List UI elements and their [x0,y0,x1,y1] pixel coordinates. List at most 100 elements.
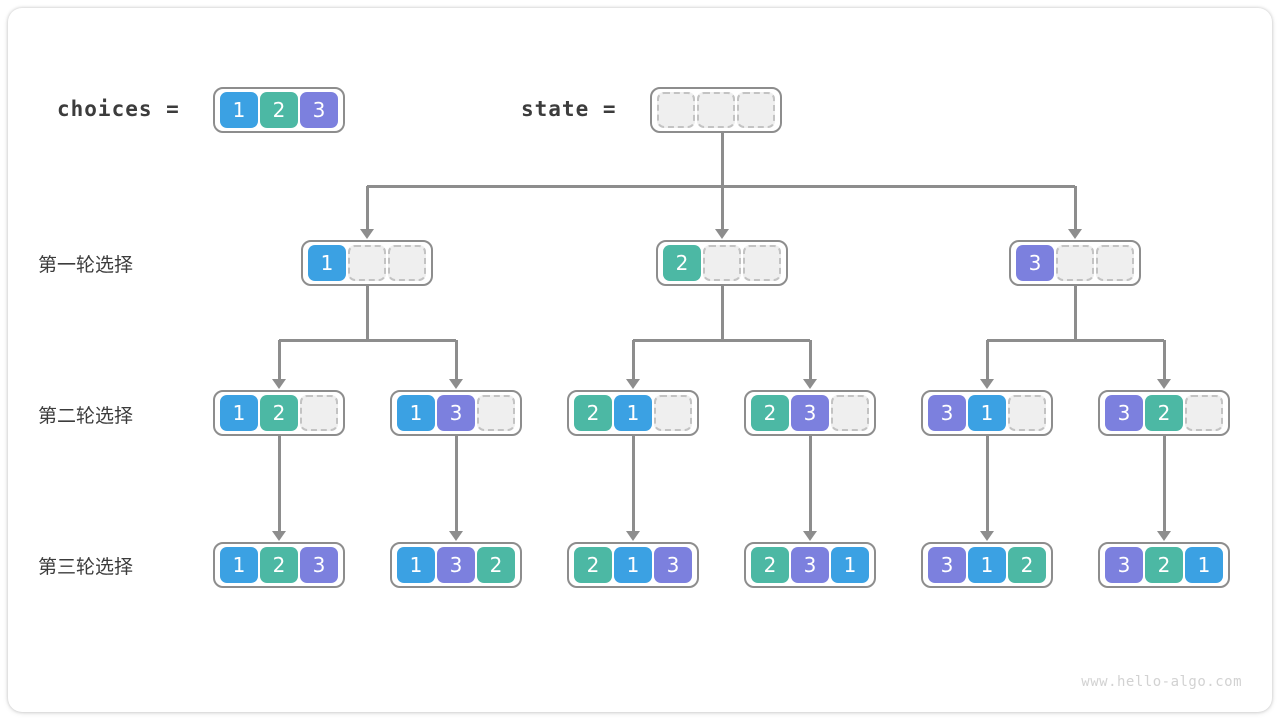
arrow-head-icon [715,229,729,239]
arrow-head-icon [360,229,374,239]
level3-node-0-cell-0: 1 [220,547,258,583]
level3-node-5-cell-2: 1 [1185,547,1223,583]
level2-node-4-cell-2 [1008,395,1046,431]
level1-node-2: 3 [1009,240,1141,286]
level3-node-2-cell-2: 3 [654,547,692,583]
edge-horizontal [279,338,456,342]
arrow-head-icon [626,379,640,389]
level2-node-1-cell-0: 1 [397,395,435,431]
edge-vertical [454,340,458,380]
edge-vertical [631,436,635,532]
level1-node-1-cell-1 [703,245,741,281]
level2-node-0-cell-0: 1 [220,395,258,431]
arrow-head-icon [449,379,463,389]
edge-vertical [808,340,812,380]
level3-node-2-cell-1: 1 [614,547,652,583]
arrow-head-icon [803,531,817,541]
arrow-head-icon [626,531,640,541]
edge-vertical [1073,186,1077,230]
card-frame [8,8,1272,712]
arrow-head-icon [449,531,463,541]
level3-node-0-cell-2: 3 [300,547,338,583]
edge-vertical [985,340,989,380]
edge-vertical [631,340,635,380]
level2-node-0-cell-2 [300,395,338,431]
arrow-head-icon [1157,379,1171,389]
state-label: state = [521,97,617,121]
level2-node-5-cell-0: 3 [1105,395,1143,431]
level2-node-2-cell-0: 2 [574,395,612,431]
level3-node-5-cell-0: 3 [1105,547,1143,583]
row-label-round-2: 第二轮选择 [38,405,134,427]
level2-node-1-cell-1: 3 [437,395,475,431]
level3-node-1-cell-1: 3 [437,547,475,583]
row-label-round-1: 第一轮选择 [38,254,134,276]
edge-vertical [277,436,281,532]
level2-node-4-cell-1: 1 [968,395,1006,431]
level1-node-2-cell-0: 3 [1016,245,1054,281]
state-cell-0 [657,92,695,128]
watermark: www.hello-algo.com [1081,674,1242,690]
choices-label: choices = [57,97,180,121]
edge-vertical [808,436,812,532]
level3-node-3-cell-2: 1 [831,547,869,583]
edge-vertical [365,286,369,340]
level3-node-4-cell-1: 1 [968,547,1006,583]
state-cell-2 [737,92,775,128]
edge-vertical [277,340,281,380]
edge-vertical [1162,340,1166,380]
choices-cell-0: 1 [220,92,258,128]
edge-vertical [720,186,724,230]
level3-node-4-cell-2: 2 [1008,547,1046,583]
level1-node-2-cell-2 [1096,245,1134,281]
level3-node-2-cell-0: 2 [574,547,612,583]
state-cell-1 [697,92,735,128]
level1-node-1-cell-0: 2 [663,245,701,281]
arrow-head-icon [1068,229,1082,239]
arrow-head-icon [272,531,286,541]
level2-node-3-cell-2 [831,395,869,431]
level3-node-1-cell-2: 2 [477,547,515,583]
level3-node-0-cell-1: 2 [260,547,298,583]
level3-node-3-cell-0: 2 [751,547,789,583]
level2-node-1-cell-2 [477,395,515,431]
arrow-head-icon [1157,531,1171,541]
arrow-head-icon [803,379,817,389]
level1-node-0-cell-1 [348,245,386,281]
choices-cell-2: 3 [300,92,338,128]
edge-vertical [1162,436,1166,532]
level2-node-2-cell-1: 1 [614,395,652,431]
level1-node-1: 2 [656,240,788,286]
level2-node-0-cell-1: 2 [260,395,298,431]
choices-cell-1: 2 [260,92,298,128]
level1-node-0-cell-2 [388,245,426,281]
level1-node-1-cell-2 [743,245,781,281]
level2-node-5-cell-1: 2 [1145,395,1183,431]
arrow-head-icon [980,379,994,389]
arrow-head-icon [272,379,286,389]
edge-vertical [365,186,369,230]
state-array [650,87,782,133]
edge-horizontal [987,338,1164,342]
edge-vertical [454,436,458,532]
edge-vertical [720,286,724,340]
row-label-round-3: 第三轮选择 [38,556,134,578]
level2-node-3-cell-1: 3 [791,395,829,431]
level2-node-5-cell-2 [1185,395,1223,431]
level1-node-2-cell-1 [1056,245,1094,281]
level2-node-3-cell-0: 2 [751,395,789,431]
level1-node-0-cell-0: 1 [308,245,346,281]
